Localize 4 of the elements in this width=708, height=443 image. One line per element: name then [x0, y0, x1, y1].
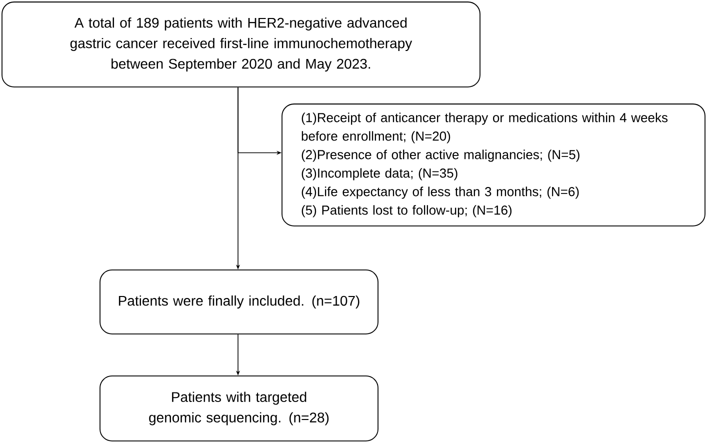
included-box: Patients were finally included. (n=107): [100, 270, 378, 334]
exclusion-box: (1)Receipt of anticancer therapy or medications within 4 weeks before enrollment; (N=20) (2)Presence of other active malignancies; (N=5) (3)Incomplete data; (N=35) (4)Life expectancy of less than 3 months; (N=6) (5) Patients lost to follow-up; (N=16): [282, 104, 706, 226]
sequencing-box: Patients with targeted genomic sequencing. (n=28): [100, 376, 378, 442]
cohort-box: A total of 189 patients with HER2-negative advanced gastric cancer received first-line immunochemotherapy between September 2020 and May 2023.: [2, 2, 480, 88]
